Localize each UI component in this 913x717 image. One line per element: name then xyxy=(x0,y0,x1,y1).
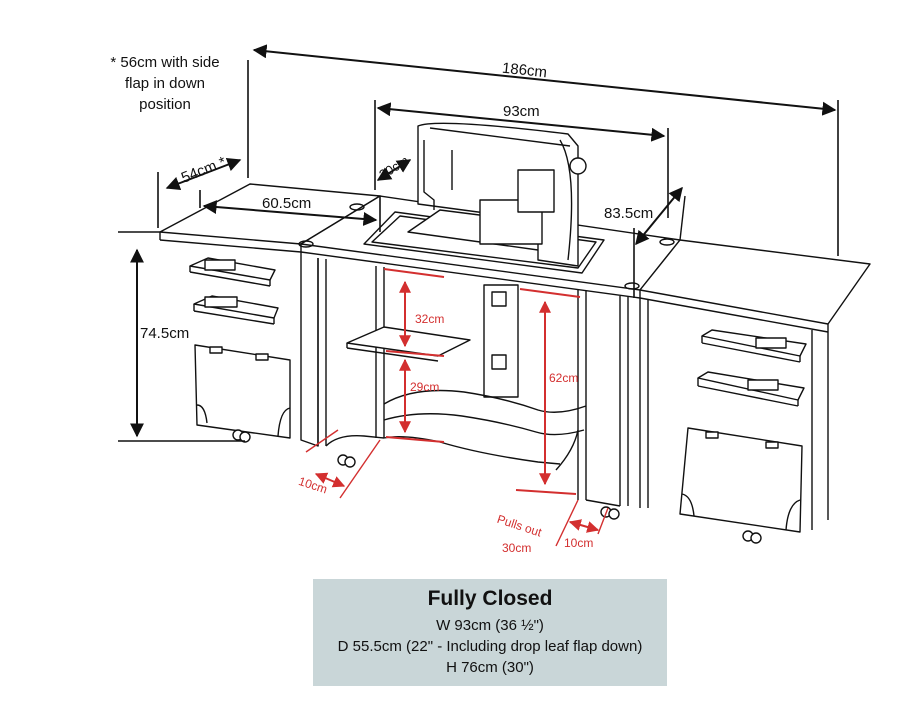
note-line-3: position xyxy=(139,96,191,113)
left-width-label: 60.5cm xyxy=(262,195,311,212)
note-line-1: * 56cm with side xyxy=(110,54,220,71)
right-caster-label: 10cm xyxy=(564,536,593,550)
cabinet-drawing xyxy=(159,122,871,544)
height-label: 74.5cm xyxy=(140,325,189,342)
note-line-2: flap in down xyxy=(124,75,206,92)
shelf-height-label: 62cm xyxy=(549,371,578,385)
pulls-out-label-line1: Pulls out xyxy=(495,512,544,540)
info-box-height: H 76cm (30") xyxy=(446,659,534,676)
overall-width-label: 186cm xyxy=(501,60,548,82)
info-box-title: Fully Closed xyxy=(427,587,553,610)
right-depth-label: 83.5cm xyxy=(604,205,653,222)
info-box-width: W 93cm (36 ½") xyxy=(436,617,544,634)
insert-depth-label: 30cm xyxy=(376,153,411,183)
dimension-lines xyxy=(118,44,839,442)
interior-dimension-lines xyxy=(305,268,609,547)
info-box-depth: D 55.5cm (22" - Including drop leaf flap… xyxy=(337,638,643,655)
right-wing xyxy=(639,195,871,544)
lower-gap-label: 29cm xyxy=(410,380,439,394)
fully-closed-info-box: Fully Closed W 93cm (36 ½") D 55.5cm (22… xyxy=(313,579,667,686)
side-depth-label: 54cm * xyxy=(179,153,229,186)
side-flap-note: * 56cm with side flap in down position xyxy=(100,52,230,115)
pulls-out-label-line2: 30cm xyxy=(502,541,531,555)
upper-gap-label: 32cm xyxy=(415,312,444,326)
center-width-label: 93cm xyxy=(503,103,540,120)
